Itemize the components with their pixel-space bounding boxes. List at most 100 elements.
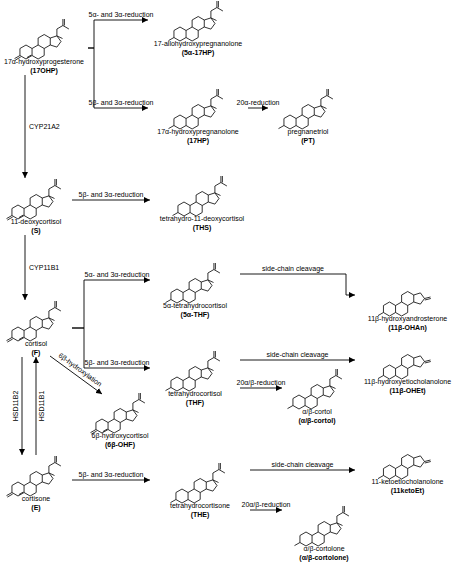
reaction-arrow bbox=[248, 108, 268, 109]
compound-name: 11-deoxycortisol bbox=[0, 218, 72, 227]
compound-node: α/β-cortolone(α/β-cortolone) bbox=[282, 505, 366, 562]
compound-name: tetrahydro-11-deoxycortisol bbox=[150, 215, 254, 224]
compound-name: 17α-hydroxypregnanolone bbox=[148, 128, 248, 137]
compound-node: pregnanetriol(PT) bbox=[268, 88, 348, 145]
compound-node: cortisol(F) bbox=[0, 300, 72, 357]
compound-name: 6β-hydroxycortisol bbox=[80, 432, 160, 441]
compound-abbreviation: (11β-OHAn) bbox=[355, 324, 460, 333]
compound-node: 17α-hydroxypregnanolone(17HP) bbox=[148, 88, 248, 145]
compound-abbreviation: (E) bbox=[0, 504, 72, 513]
reaction-arrow bbox=[25, 235, 26, 300]
reaction-arrow bbox=[250, 510, 282, 511]
compound-abbreviation: (17HP) bbox=[148, 137, 248, 146]
compound-abbreviation: (5α-THF) bbox=[150, 311, 240, 320]
compound-name: tetrahydrocortisol bbox=[150, 390, 240, 399]
reaction-arrow bbox=[250, 470, 355, 471]
compound-node: 11-deoxycortisol(S) bbox=[0, 178, 72, 235]
reaction-label: 5β- and 3α-reduction bbox=[85, 359, 150, 367]
steroid-structure bbox=[378, 292, 431, 317]
reaction-arrow bbox=[22, 357, 23, 455]
reaction-arrow bbox=[240, 388, 282, 389]
compound-node: 11β-hydroxyandrosterone(11β-OHAn) bbox=[355, 275, 460, 332]
reaction-label: 6β-hydroxylation bbox=[56, 352, 102, 389]
steroid-structure bbox=[7, 179, 61, 220]
steroid-structure bbox=[171, 463, 225, 503]
reaction-label: side-chain cleavage bbox=[272, 461, 334, 469]
compound-name: 17-allohydroxypregnanolone bbox=[148, 40, 248, 49]
reaction-label: side-chain cleavage bbox=[267, 351, 329, 359]
compound-node: tetrahydrocortisol(THF) bbox=[150, 350, 240, 407]
reaction-arrow bbox=[72, 280, 150, 328]
compound-abbreviation: (α/β-cortol) bbox=[282, 417, 352, 426]
reaction-label: 20α/β-reduction bbox=[237, 379, 286, 387]
steroid-structure bbox=[295, 506, 349, 546]
compound-name: cortisol bbox=[0, 340, 72, 349]
compound-node: 11β-hydroxyetiocholanolone(11β-OHEt) bbox=[355, 338, 460, 395]
reaction-arrow bbox=[240, 274, 355, 295]
steroid-structure bbox=[7, 301, 61, 342]
steroid-structure bbox=[288, 369, 342, 409]
compound-node: 17α-hydroxyprogesterone(17OHP) bbox=[0, 18, 88, 75]
compound-node: tetrahydro-11-deoxycortisol(THS) bbox=[150, 175, 254, 232]
reaction-arrow bbox=[240, 360, 355, 361]
steroid-structure bbox=[15, 19, 69, 60]
steroid-structure bbox=[166, 351, 220, 391]
steroid-structure bbox=[279, 89, 333, 129]
compound-abbreviation: (THS) bbox=[150, 224, 254, 233]
reaction-label: HSD11B2 bbox=[12, 391, 20, 422]
compound-abbreviation: (PT) bbox=[268, 137, 348, 146]
compound-node: cortisone(E) bbox=[0, 455, 72, 512]
compound-name: tetrahydrocortisone bbox=[150, 502, 250, 511]
reaction-label: CYP21A2 bbox=[29, 123, 60, 131]
compound-abbreviation: (17OHP) bbox=[0, 67, 88, 76]
steroid-structure bbox=[7, 456, 61, 497]
compound-name: 11β-hydroxyetiocholanolone bbox=[355, 378, 460, 387]
reaction-arrow bbox=[88, 20, 148, 48]
reaction-label: 5α- and 3α-reduction bbox=[85, 271, 150, 279]
compound-node: α/β-cortol(α/β-cortol) bbox=[282, 368, 352, 425]
compound-abbreviation: (6β-OHF) bbox=[80, 441, 160, 450]
reaction-label: 20α/β-reduction bbox=[242, 501, 291, 509]
reaction-label: 5β- and 3α-reduction bbox=[89, 99, 154, 107]
compound-abbreviation: (11β-OHEt) bbox=[355, 387, 460, 396]
reaction-label: side-chain cleavage bbox=[262, 265, 324, 273]
reaction-label: 20α-reduction bbox=[237, 99, 280, 107]
steroid-structure bbox=[378, 455, 431, 480]
compound-node: 6β-hydroxycortisol(6β-OHF) bbox=[80, 392, 160, 449]
reaction-label: 5α- and 3α-reduction bbox=[89, 11, 154, 19]
compound-abbreviation: (11ketoEt) bbox=[355, 487, 460, 496]
compound-abbreviation: (THE) bbox=[150, 511, 250, 520]
compound-name: 5α-tetrahydrocortisol bbox=[150, 302, 240, 311]
steroid-structure bbox=[169, 1, 223, 41]
reaction-label: HSD11B1 bbox=[38, 391, 46, 422]
reaction-label: 5β- and 3α-reduction bbox=[79, 471, 144, 479]
reaction-arrow bbox=[72, 200, 150, 201]
compound-node: 5α-tetrahydrocortisol(5α-THF) bbox=[150, 262, 240, 319]
compound-abbreviation: (α/β-cortolone) bbox=[282, 554, 366, 563]
compound-abbreviation: (THF) bbox=[150, 399, 240, 408]
compound-name: 11β-hydroxyandrosterone bbox=[355, 315, 460, 324]
compound-name: 11-ketoetiocholanolone bbox=[355, 478, 460, 487]
compound-name: pregnanetriol bbox=[268, 128, 348, 137]
reaction-arrow bbox=[72, 480, 150, 481]
compound-name: cortisone bbox=[0, 495, 72, 504]
reaction-label: CYP11B1 bbox=[29, 264, 59, 272]
compound-name: 17α-hydroxyprogesterone bbox=[0, 58, 88, 67]
steroid-structure bbox=[173, 176, 227, 216]
steroid-structure bbox=[378, 355, 431, 380]
reaction-arrow bbox=[25, 75, 26, 178]
steroid-structure bbox=[169, 89, 223, 129]
reaction-label: 5β- and 3α-reduction bbox=[79, 191, 144, 199]
steroid-structure bbox=[166, 263, 220, 303]
compound-abbreviation: (S) bbox=[0, 227, 72, 236]
compound-node: 17-allohydroxypregnanolone(5α-17HP) bbox=[148, 0, 248, 57]
compound-node: 11-ketoetiocholanolone(11ketoEt) bbox=[355, 438, 460, 495]
compound-abbreviation: (5α-17HP) bbox=[148, 49, 248, 58]
compound-name: α/β-cortol bbox=[282, 408, 352, 417]
compound-name: α/β-cortolone bbox=[282, 545, 366, 554]
steroid-structure bbox=[91, 393, 145, 434]
reaction-arrow bbox=[36, 357, 37, 455]
reaction-arrow bbox=[72, 328, 150, 368]
compound-node: tetrahydrocortisone(THE) bbox=[150, 462, 250, 519]
